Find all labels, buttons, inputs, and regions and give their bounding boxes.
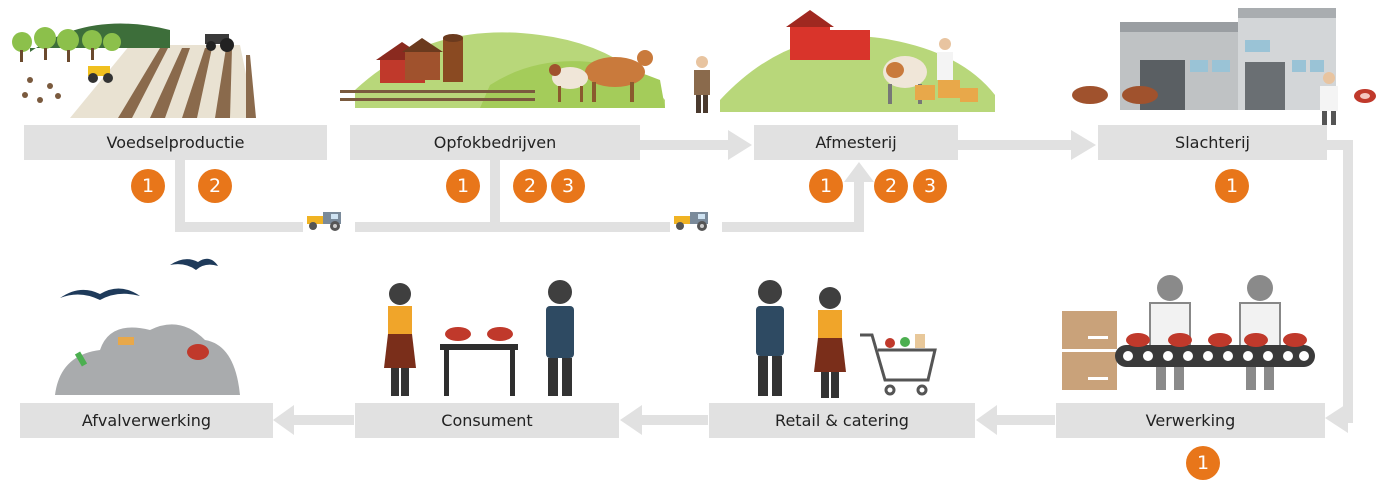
- person-icon: [546, 280, 574, 396]
- waste-illustration: [55, 258, 240, 395]
- person-icon: [694, 56, 710, 113]
- stage-label: Consument: [441, 411, 533, 430]
- person-icon: [1239, 275, 1281, 390]
- stage-afmesterij: Afmesterij: [754, 125, 958, 160]
- fattening-farm-illustration: [694, 10, 995, 113]
- bird-icon: [60, 258, 218, 300]
- tractor-icon: [674, 212, 708, 231]
- person-icon: [937, 38, 953, 80]
- badge-afmest-3: 3: [913, 169, 947, 203]
- shopping-cart-icon: [860, 333, 937, 396]
- arrowhead-opfok-afmest: [728, 130, 752, 160]
- meat-icon: [445, 327, 513, 341]
- tractor-icon: [307, 212, 341, 231]
- stage-label: Retail & catering: [775, 411, 909, 430]
- badge-voedsel-1: 1: [131, 169, 165, 203]
- arrow-afmest-slacht: [958, 140, 1073, 150]
- meat-icon: [1126, 333, 1307, 347]
- arrowhead-consument-afval: [273, 405, 294, 435]
- meat-icon: [1354, 89, 1376, 103]
- farm-illustration: [340, 32, 665, 109]
- retail-illustration: [756, 280, 937, 398]
- arrowhead-slacht-verwerk: [1325, 403, 1348, 433]
- farmland-illustration: [12, 23, 256, 118]
- badge-opfok-2: 2: [513, 169, 547, 203]
- badge-opfok-3: 3: [551, 169, 585, 203]
- stage-verwerking: Verwerking: [1056, 403, 1325, 438]
- processing-illustration: [1062, 275, 1315, 390]
- badge-afmest-1: 1: [809, 169, 843, 203]
- person-icon: [1320, 72, 1338, 125]
- person-icon: [756, 280, 784, 396]
- meat-icon: [187, 344, 209, 360]
- badge-afmest-2: 2: [874, 169, 908, 203]
- person-icon: [814, 287, 846, 398]
- cow-icon: [585, 50, 653, 102]
- stage-slachterij: Slachterij: [1098, 125, 1327, 160]
- arrowhead-afmest-slacht: [1071, 130, 1096, 160]
- arrow-opfok-afmest: [640, 140, 730, 150]
- stage-afvalverwerking: Afvalverwerking: [20, 403, 273, 438]
- badge-slacht-1: 1: [1215, 169, 1249, 203]
- person-icon: [384, 283, 416, 396]
- stage-label: Slachterij: [1175, 133, 1250, 152]
- tractor-icon: [205, 34, 234, 52]
- arrowhead-retail-consument: [620, 405, 642, 435]
- person-icon: [1149, 275, 1191, 390]
- stage-label: Afmesterij: [815, 133, 897, 152]
- stage-retail-catering: Retail & catering: [709, 403, 975, 438]
- stage-label: Opfokbedrijven: [433, 133, 557, 152]
- cow-icon: [1072, 86, 1158, 104]
- badge-opfok-1: 1: [446, 169, 480, 203]
- stage-label: Verwerking: [1145, 411, 1236, 430]
- consumer-illustration: [384, 280, 574, 396]
- tractor-icon: [88, 66, 113, 83]
- stage-label: Afvalverwerking: [81, 411, 212, 430]
- badge-voedsel-2: 2: [198, 169, 232, 203]
- arrowhead-verwerk-retail: [976, 405, 997, 435]
- stage-label: Voedselproductie: [106, 133, 245, 152]
- stage-opfokbedrijven: Opfokbedrijven: [350, 125, 640, 160]
- cow-icon: [549, 64, 588, 102]
- stage-consument: Consument: [355, 403, 619, 438]
- stage-voedselproductie: Voedselproductie: [24, 125, 327, 160]
- arrowhead-up-afmest: [844, 162, 874, 182]
- badge-verwerk-1: 1: [1186, 446, 1220, 480]
- factory-icon: [1072, 8, 1376, 125]
